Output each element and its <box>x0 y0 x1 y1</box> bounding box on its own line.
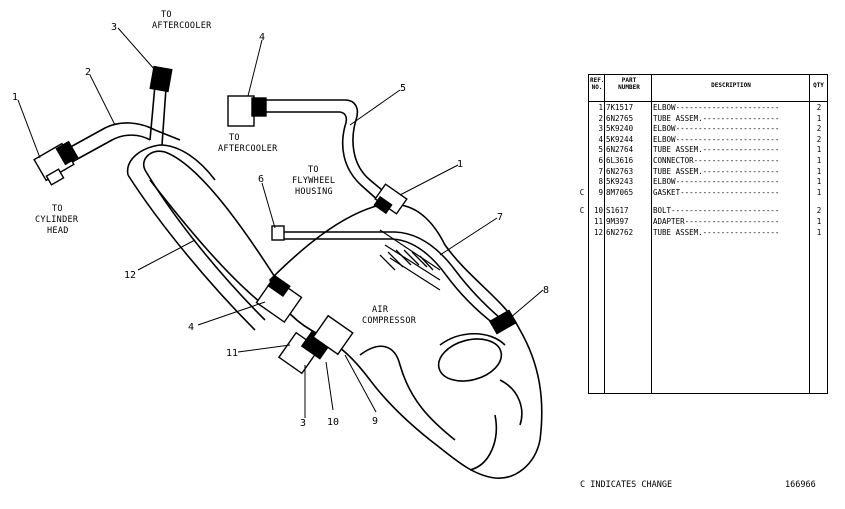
callout-label: 1 <box>12 92 18 103</box>
table-header: REF. NO. PART NUMBER DESCRIPTION QTY <box>589 75 827 102</box>
cylinder-head-label: HEAD <box>47 226 69 236</box>
callout-label: 6 <box>258 174 264 185</box>
callout-label: 2 <box>85 67 91 78</box>
exploded-parts-diagram: 1 2 3 4 5 1 6 7 8 4 11 3 10 9 12 TO AFTE… <box>12 10 549 479</box>
callout-label: 3 <box>300 418 306 429</box>
elbow-3-top <box>149 65 173 93</box>
callout-label: 3 <box>111 22 117 33</box>
drawing-number: 166966 <box>785 480 816 490</box>
compressor-fins <box>379 249 434 271</box>
aftercooler-label-top: TO <box>161 10 172 20</box>
cylinder-head-label: CYLINDER <box>35 215 79 225</box>
air-compressor-label: COMPRESSOR <box>362 316 417 326</box>
elbow-4-top <box>227 95 267 127</box>
cylinder-head-label: TO <box>52 204 63 214</box>
tube-assem-5 <box>265 99 389 203</box>
callout-label: 7 <box>497 212 503 223</box>
qty-header: QTY <box>813 82 824 89</box>
aftercooler-label-mid: TO <box>229 133 240 143</box>
elbow-8 <box>489 309 517 335</box>
part-number-header: PART NUMBER <box>618 77 640 91</box>
leader-lines <box>17 27 544 418</box>
change-indicator-note: C INDICATES CHANGE <box>580 480 673 490</box>
callout-label: 9 <box>372 416 378 427</box>
destination-labels: TO AFTERCOOLER TO AFTERCOOLER TO FLYWHEE… <box>35 10 417 326</box>
aftercooler-label-top: AFTERCOOLER <box>152 21 212 31</box>
connector-6 <box>271 225 285 241</box>
tube-assem-7 <box>282 231 501 325</box>
elbow-1-left <box>33 140 79 186</box>
elbow-1-right <box>373 183 408 215</box>
callout-label: 12 <box>124 270 136 281</box>
tube-assem-2 <box>64 122 181 163</box>
air-compressor-body <box>269 203 543 479</box>
adapter-elbow-3-lower <box>277 314 354 375</box>
elbow-4-lower <box>255 274 303 324</box>
callout-label: 10 <box>327 417 339 428</box>
air-compressor-label: AIR <box>372 305 389 315</box>
flywheel-label: FLYWHEEL <box>292 176 335 186</box>
flywheel-label: TO <box>308 165 319 175</box>
callout-label: 4 <box>259 32 265 43</box>
aftercooler-label-mid: AFTERCOOLER <box>218 144 278 154</box>
tube-to-aftercooler-top <box>149 84 167 146</box>
ref-no-header: REF. NO. <box>590 77 605 91</box>
callout-label: 1 <box>457 159 463 170</box>
callout-label: 11 <box>226 348 238 359</box>
callout-label: 4 <box>188 322 194 333</box>
tube-assem-12 <box>126 144 281 331</box>
flywheel-label: HOUSING <box>295 187 333 197</box>
callout-label: 5 <box>400 83 406 94</box>
callout-label: 8 <box>543 285 549 296</box>
description-header: DESCRIPTION <box>711 82 751 89</box>
callout-numbers: 1 2 3 4 5 1 6 7 8 4 11 3 10 9 12 <box>12 22 549 429</box>
